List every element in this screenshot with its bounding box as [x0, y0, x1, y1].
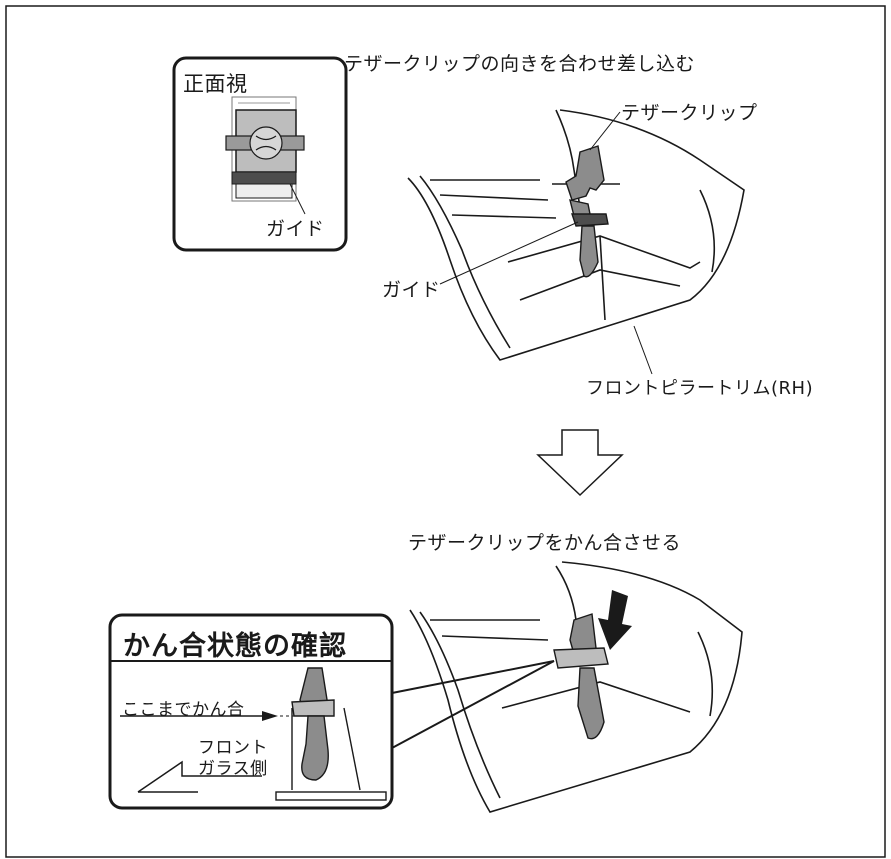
label-front-pillar-trim: フロントピラートリム(RH) [586, 378, 814, 399]
label-engage-here: ここまでかん合 [122, 700, 245, 720]
tether-clip-lower [553, 613, 609, 740]
inset-label-guide: ガイド [266, 218, 325, 240]
label-guide: ガイド [382, 279, 441, 301]
label-windshield-side-line2: ガラス側 [198, 759, 268, 779]
down-arrow-solid-icon [598, 590, 632, 650]
pillar-trim-lower [409, 561, 743, 813]
figure-border [5, 5, 886, 858]
inset-title: 正面視 [183, 72, 248, 96]
engagement-check-title: かん合状態の確認 [123, 631, 347, 662]
pillar-trim-upper [407, 109, 745, 361]
callout-connector [391, 660, 555, 749]
inset-front-view [172, 56, 348, 252]
label-windshield-side-line1: フロント [198, 738, 268, 758]
windshield-side-arrow [137, 760, 262, 793]
leader-lines-upper [439, 111, 653, 375]
engage-line-pointer [120, 711, 310, 721]
tether-clip-upper [565, 145, 609, 278]
down-arrow-outline-icon [536, 429, 624, 497]
caption-engage-clip: テザークリップをかん合させる [408, 532, 682, 554]
caption-insert-clip: テザークリップの向きを合わせ差し込む [344, 53, 696, 75]
label-tether-clip: テザークリップ [621, 102, 758, 124]
clip-engaged-detail [275, 667, 387, 801]
